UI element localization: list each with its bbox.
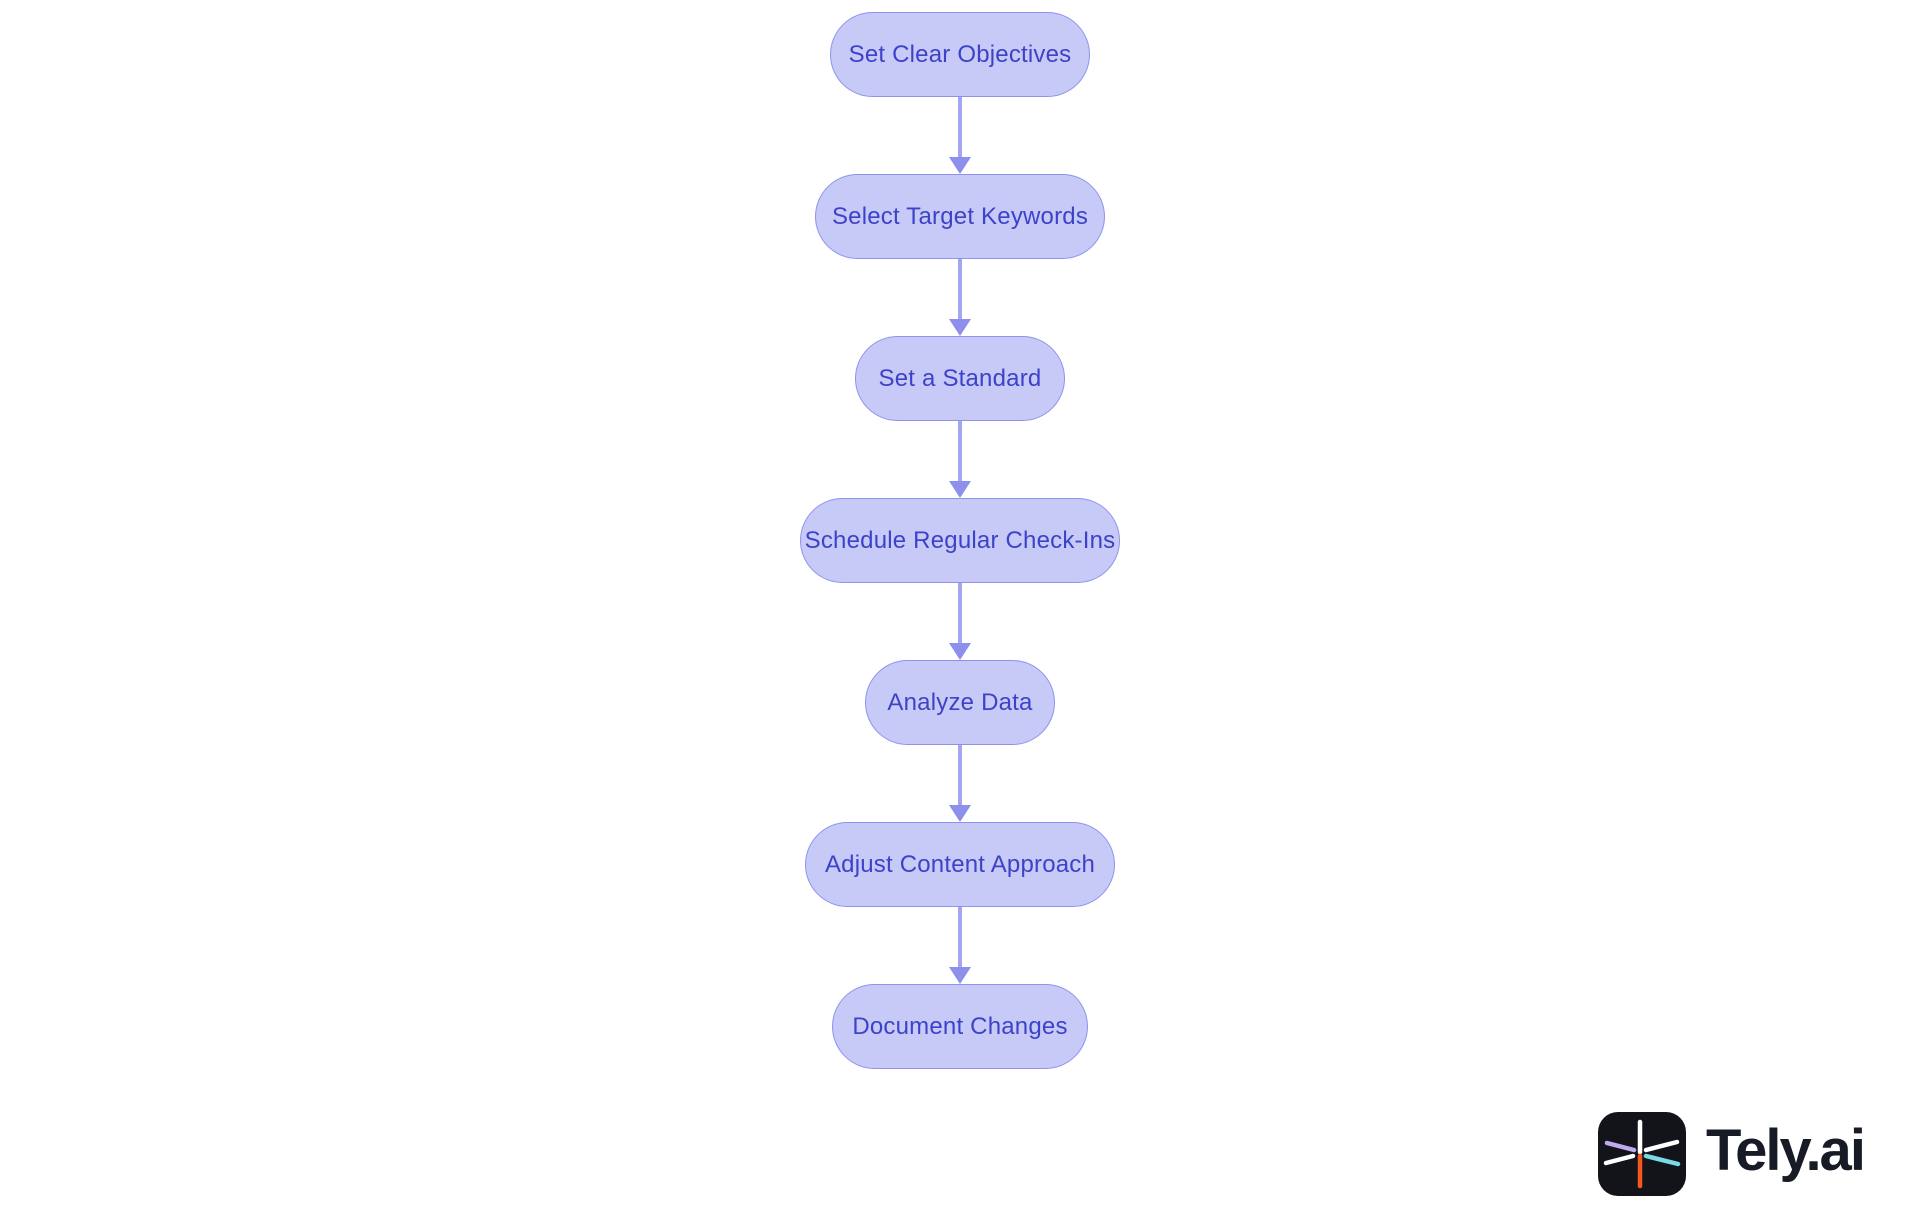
arrow-stem [958,259,962,319]
arrow-stem [958,745,962,805]
arrow-down-connector [949,259,971,336]
flow-node-label: Analyze Data [887,688,1033,716]
flow-node-label: Set Clear Objectives [848,40,1072,68]
flow-node-select-target-keywords: Select Target Keywords [815,174,1105,259]
flow-node-schedule-regular-check-ins: Schedule Regular Check-Ins [800,498,1120,583]
tely-ai-logo: Tely.ai [1598,1112,1866,1196]
arrow-down-connector [949,583,971,660]
flow-node-label: Select Target Keywords [831,202,1089,230]
arrow-down-connector [949,97,971,174]
arrow-head-icon [949,481,971,498]
arrow-stem [958,97,962,157]
flow-node-set-a-standard: Set a Standard [855,336,1065,421]
arrow-stem [958,907,962,967]
arrow-head-icon [949,967,971,984]
arrow-head-icon [949,643,971,660]
flow-node-set-clear-objectives: Set Clear Objectives [830,12,1090,97]
flowchart: Set Clear Objectives Select Target Keywo… [0,12,1920,1069]
flow-node-label: Schedule Regular Check-Ins [804,526,1116,554]
flow-node-label: Set a Standard [878,364,1042,392]
brand-wordmark: Tely.ai [1706,1118,1866,1183]
flow-node-adjust-content-approach: Adjust Content Approach [805,822,1115,907]
arrow-head-icon [949,157,971,174]
flow-node-label: Adjust Content Approach [824,850,1096,878]
arrow-down-connector [949,907,971,984]
flow-node-analyze-data: Analyze Data [865,660,1055,745]
arrow-stem [958,583,962,643]
arrow-head-icon [949,805,971,822]
tely-asterisk-icon [1598,1112,1686,1196]
flow-node-document-changes: Document Changes [832,984,1088,1069]
arrow-stem [958,421,962,481]
arrow-head-icon [949,319,971,336]
flow-node-label: Document Changes [852,1012,1068,1040]
arrow-down-connector [949,745,971,822]
arrow-down-connector [949,421,971,498]
